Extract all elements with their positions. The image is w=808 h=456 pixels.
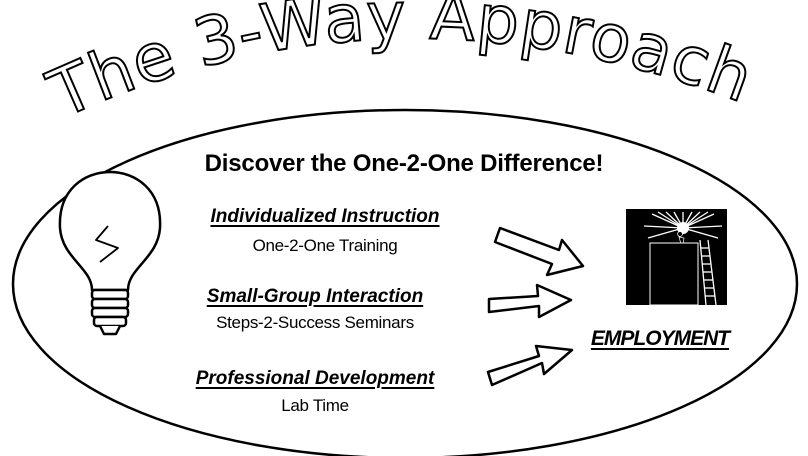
approach-desc-1: One-2-One Training — [252, 236, 398, 255]
approach-heading-1: Individualized Instruction — [210, 206, 440, 227]
arrow-bottom-icon — [486, 344, 574, 387]
approach-heading-2: Small-Group Interaction — [206, 286, 424, 307]
approach-desc-2: Steps-2-Success Seminars — [216, 313, 414, 332]
ladder-to-light-icon — [626, 209, 727, 306]
approach-desc-3: Lab Time — [281, 396, 349, 415]
enclosing-ellipse — [11, 108, 799, 456]
lightbulb-icon — [58, 170, 162, 336]
outcome-label: EMPLOYMENT — [590, 327, 730, 350]
diagram-subtitle: Discover the One-2-One Difference! — [204, 150, 604, 177]
arrow-middle-icon — [487, 283, 573, 319]
arrow-top-icon — [493, 226, 585, 277]
approach-heading-3: Professional Development — [195, 368, 435, 389]
diagram-title: The 3-Way Approach — [37, 0, 763, 133]
